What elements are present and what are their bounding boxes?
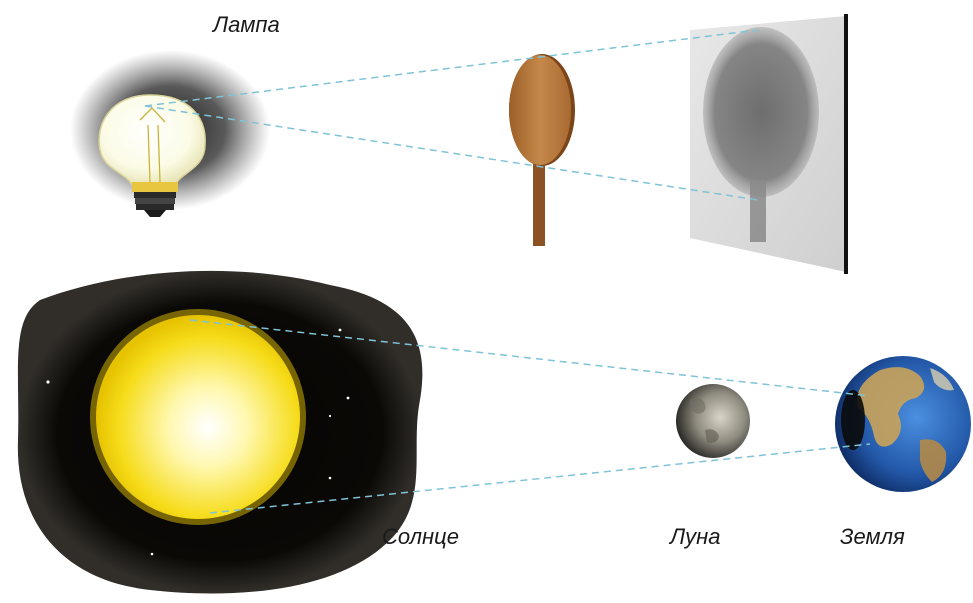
- sun-label: Солнце: [382, 524, 459, 550]
- moon-icon: [676, 384, 750, 458]
- sun-icon: [90, 309, 306, 525]
- paddle-object: [509, 54, 575, 246]
- projection-screen: [690, 14, 846, 274]
- earth-label: Земля: [840, 524, 905, 550]
- lamp-label: Лампа: [213, 12, 280, 38]
- earth-icon: [835, 356, 971, 492]
- moon-label: Луна: [670, 524, 720, 550]
